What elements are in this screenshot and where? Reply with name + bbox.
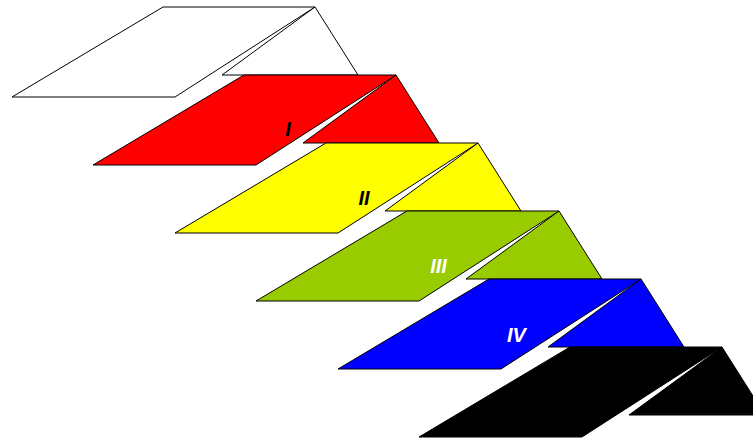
green-fold	[466, 211, 602, 279]
step-label-box: II	[356, 187, 372, 211]
step-label-box: III	[428, 255, 449, 279]
step-label-box: IV	[505, 324, 528, 348]
black-fold	[629, 347, 753, 415]
blue-fold	[548, 279, 684, 347]
white-fold	[222, 7, 358, 75]
step-numeral: III	[428, 255, 449, 277]
red-fold	[303, 75, 439, 143]
step-label-box: I	[283, 118, 293, 142]
step-numeral: IV	[505, 324, 528, 346]
step-numeral: II	[356, 187, 372, 209]
yellow-fold	[385, 143, 521, 211]
step-numeral: I	[283, 118, 293, 140]
